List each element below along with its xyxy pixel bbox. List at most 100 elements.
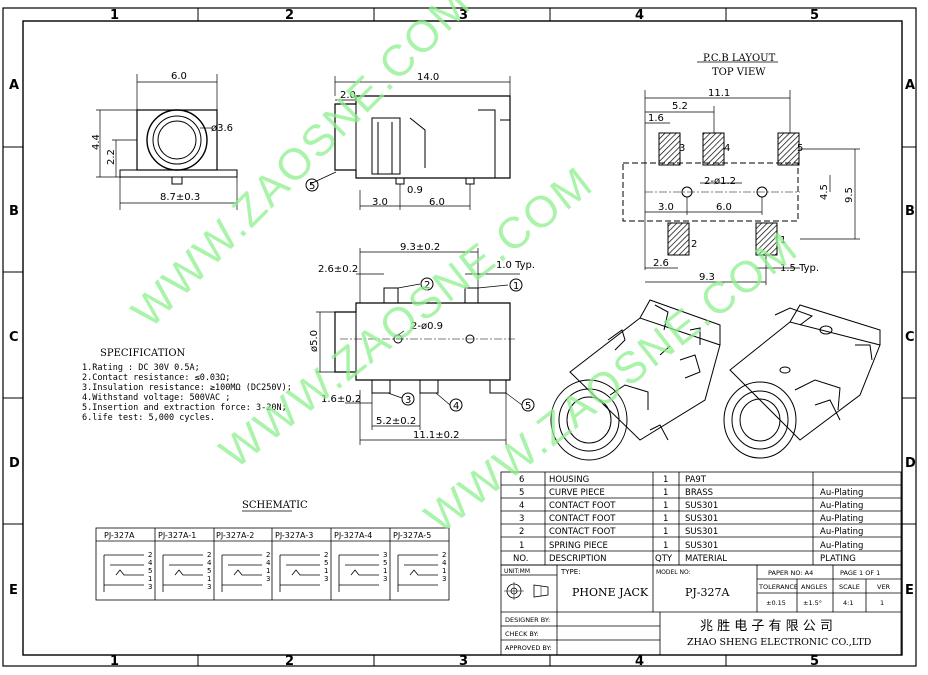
part-desc: SPRING PIECE <box>549 541 608 551</box>
part-no: 6 <box>519 475 524 485</box>
company-name-en: ZHAO SHENG ELECTRONIC CO.,LTD <box>687 637 872 648</box>
parts-row: 4 CONTACT FOOT 1 SUS301 Au-Plating <box>519 501 863 511</box>
schematic-model: PJ-327A-3 <box>275 531 313 540</box>
schematic-pin-label: 3 <box>383 575 387 583</box>
pcb-pad-5: 5 <box>797 143 803 154</box>
schematic-pin-label: 3 <box>148 583 152 591</box>
angles-label: ANGLES <box>801 583 827 591</box>
schematic-model: PJ-327A-1 <box>158 531 196 540</box>
approved-label: APPROVED BY: <box>505 644 552 652</box>
dim-side-pin-gap: 0.9 <box>407 185 423 196</box>
row-label-a: A <box>9 78 19 93</box>
part-no: 1 <box>519 541 524 551</box>
dim-side-length: 14.0 <box>417 72 439 83</box>
schematic-pin-label: 5 <box>383 559 387 567</box>
row-label-a-right: A <box>905 78 915 93</box>
part-desc: CONTACT FOOT <box>549 527 616 537</box>
schematic-pin-label: 2 <box>148 551 152 559</box>
top-view <box>316 248 535 445</box>
part-header-plating: PLATING <box>820 554 856 564</box>
schematic-pin-label: 5 <box>148 567 152 575</box>
company-name-cn: 兆 胜 电 子 有 限 公 司 <box>700 619 833 634</box>
part-qty: 1 <box>663 501 668 511</box>
pcb-layout <box>622 61 860 285</box>
part-plating: Au-Plating <box>820 541 863 551</box>
schematic-model: PJ-327A-4 <box>334 531 372 540</box>
part-header-no: NO. <box>513 554 528 564</box>
schematic-title: SCHEMATIC <box>242 500 308 511</box>
side-view <box>305 76 511 210</box>
part-material: BRASS <box>685 488 713 498</box>
col-label-2-bottom: 2 <box>285 654 294 669</box>
schematic-pin-label: 5 <box>324 559 328 567</box>
schematic-pin-label: 4 <box>266 559 271 567</box>
side-pin-label: 5 <box>309 181 315 192</box>
schematic-pin-label: 4 <box>207 559 212 567</box>
dim-front-half: 2.2 <box>106 149 117 165</box>
pcb-dim-pitch: 5.2 <box>672 101 688 112</box>
col-label-3-bottom: 3 <box>459 654 468 669</box>
pcb-dim-edge: 2.6 <box>653 258 669 269</box>
angles-value: ±1.5° <box>803 599 822 607</box>
part-header-desc: DESCRIPTION <box>549 554 607 564</box>
dim-front-width: 6.0 <box>171 71 187 82</box>
top-dim-width: 9.3±0.2 <box>400 242 440 253</box>
drawing-frame <box>2 7 917 667</box>
dim-front-foot: 8.7±0.3 <box>160 192 200 203</box>
top-dim-dia: ø5.0 <box>309 330 320 352</box>
part-desc: CONTACT FOOT <box>549 501 616 511</box>
row-label-b: B <box>9 204 19 219</box>
part-desc: CONTACT FOOT <box>549 514 616 524</box>
parts-header-row: NO. DESCRIPTION QTY MATERIAL PLATING <box>513 554 856 564</box>
part-desc: CURVE PIECE <box>549 488 605 498</box>
pcb-pad-1: 1 <box>780 235 786 246</box>
pcb-pad-4: 4 <box>724 143 730 154</box>
col-label-3: 3 <box>459 8 468 23</box>
part-plating: Au-Plating <box>820 501 863 511</box>
pcb-layout-dims: P.C.B LAYOUT TOP VIEW 11.1 5.2 1.6 2-ø1.… <box>648 53 855 283</box>
parts-row: 2 CONTACT FOOT 1 SUS301 Au-Plating <box>519 527 863 537</box>
title-block: UNIT:MM TYPE: PHONE JACK MODEL NO: PJ-32… <box>500 564 902 656</box>
col-label-4-bottom: 4 <box>635 654 644 669</box>
parts-row: 5 CURVE PIECE 1 BRASS Au-Plating <box>519 488 863 498</box>
top-pin-3: 3 <box>405 395 411 406</box>
dim-side-pos-b: 6.0 <box>429 197 445 208</box>
schematic-pin-label: 2 <box>207 551 211 559</box>
schematic-pin-label: 5 <box>207 567 211 575</box>
pcb-dim-hole-b: 6.0 <box>716 202 732 213</box>
part-no: 3 <box>519 514 524 524</box>
tolerance-label: TOLERANCE <box>758 583 798 591</box>
schematic-pin-label: 3 <box>324 575 328 583</box>
tolerance-value: ±0.15 <box>766 599 786 607</box>
parts-row: 6 HOUSING 1 PA9T <box>519 475 707 485</box>
col-label-1: 1 <box>110 8 119 23</box>
pcb-dim-holes: 2-ø1.2 <box>704 176 736 187</box>
part-material: PA9T <box>685 475 707 485</box>
col-label-4: 4 <box>635 8 644 23</box>
schematic-pin-label: 2 <box>324 551 328 559</box>
projection-symbol <box>504 582 549 600</box>
top-pin-4: 4 <box>453 401 459 412</box>
dim-front-diameter: ø3.6 <box>211 123 233 134</box>
type-value: PHONE JACK <box>572 586 649 599</box>
parts-row: 1 SPRING PIECE 1 SUS301 Au-Plating <box>519 541 863 551</box>
ver-value: 1 <box>880 599 884 607</box>
part-header-material: MATERIAL <box>685 554 727 564</box>
part-header-qty: QTY <box>655 554 673 564</box>
part-desc: HOUSING <box>549 475 589 485</box>
top-dim-typ: 1.0 Typ. <box>496 260 535 271</box>
spec-item: 1.Rating : DC 30V 0.5A; <box>82 363 200 373</box>
pcb-pad-3: 3 <box>679 143 685 154</box>
parts-table: 6 HOUSING 1 PA9T 5 CURVE PIECE 1 BRASS A… <box>500 471 902 566</box>
row-label-e-right: E <box>905 583 914 598</box>
front-view <box>96 74 238 210</box>
part-material: SUS301 <box>685 514 718 524</box>
top-view-dims: 9.3±0.2 2.6±0.2 1.0 Typ. 2-ø0.9 ø5.0 1.6… <box>309 242 535 441</box>
part-plating: Au-Plating <box>820 514 863 524</box>
